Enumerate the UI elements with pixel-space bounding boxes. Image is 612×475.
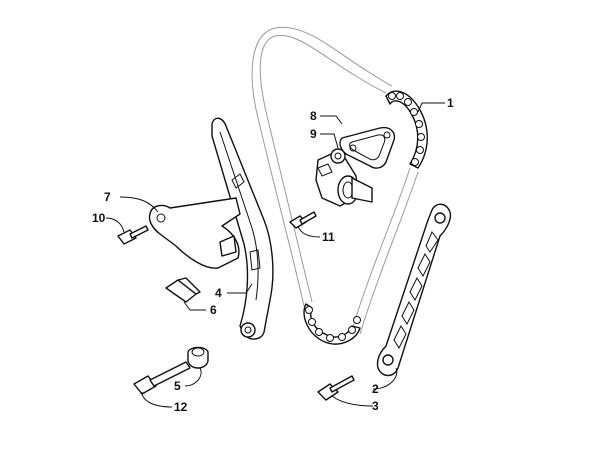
callout-4: 4 (215, 286, 222, 300)
callout-9: 9 (310, 127, 317, 141)
timing-chain-upper (385, 90, 428, 169)
callout-5: 5 (174, 379, 181, 393)
callout-2: 2 (372, 382, 379, 396)
callouts: 1 2 3 4 5 6 7 8 9 10 11 12 (92, 96, 454, 414)
leader-lines (105, 102, 445, 408)
callout-8: 8 (310, 109, 317, 123)
clip-6 (165, 277, 201, 303)
chain-guide-right (376, 203, 452, 377)
callout-11: 11 (322, 230, 335, 244)
tensioner-body (315, 148, 373, 207)
callout-3: 3 (372, 399, 379, 413)
bolt-3 (317, 375, 355, 401)
bolt-11 (289, 211, 317, 229)
chain-guide-left (211, 117, 274, 340)
spacer-5 (187, 346, 209, 369)
callout-1: 1 (447, 96, 454, 110)
callout-6: 6 (210, 303, 217, 317)
timing-chain-lower (303, 303, 361, 345)
bolt-10 (117, 225, 149, 245)
bolt-12 (133, 361, 191, 395)
callout-7: 7 (104, 190, 111, 204)
guide-bracket (148, 197, 241, 269)
callout-12: 12 (174, 400, 188, 414)
chain-tensioner (339, 126, 396, 169)
callout-10: 10 (92, 211, 106, 225)
